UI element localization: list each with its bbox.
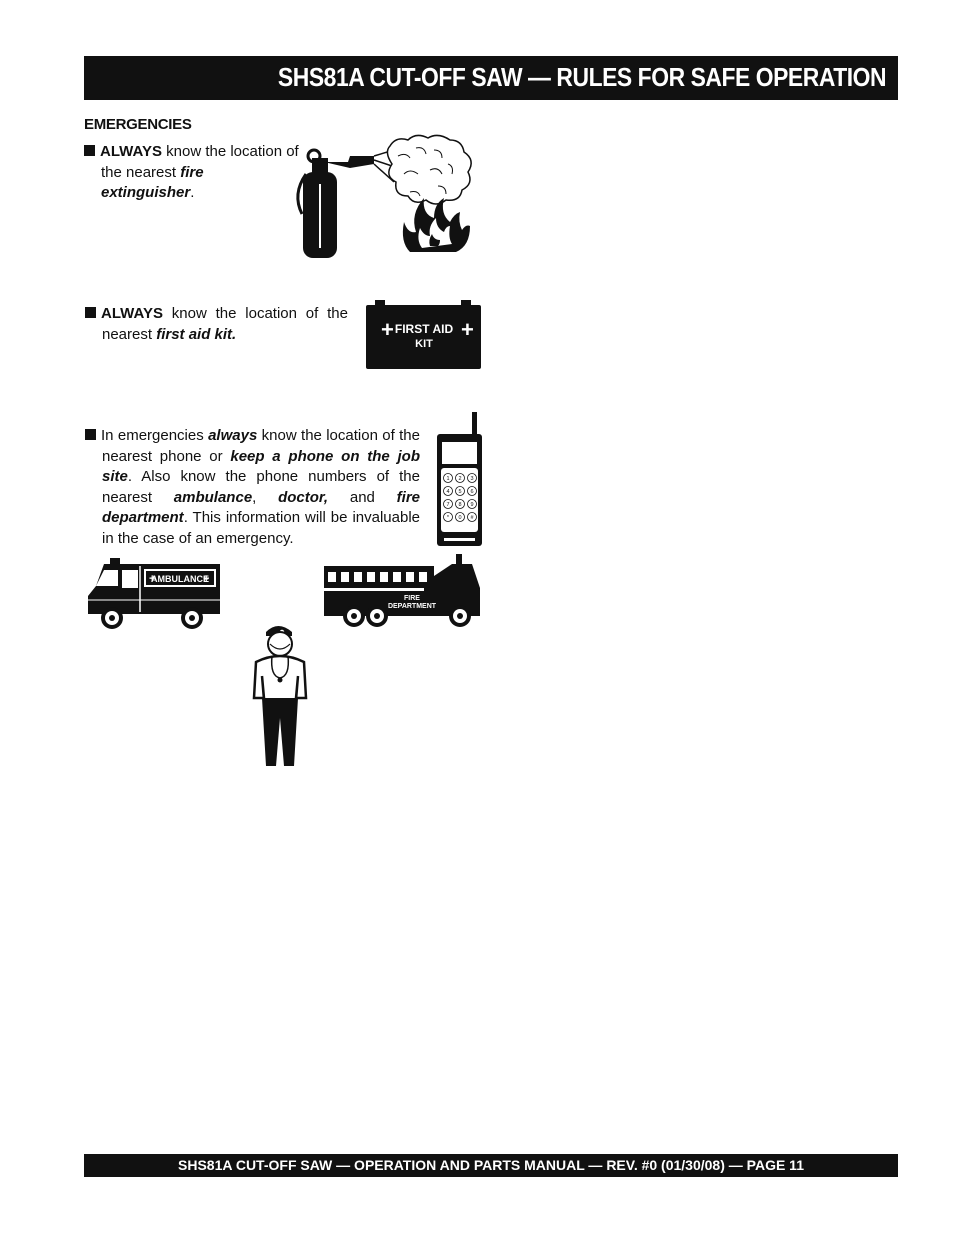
phone-key-label: 0: [458, 515, 461, 521]
instruction-text: ,: [252, 488, 279, 506]
phone-key: [467, 499, 477, 509]
phone-key-label: 8: [458, 502, 461, 508]
footer-text: SHS81A CUT-OFF SAW — OPERATION AND PARTS…: [178, 1157, 804, 1173]
phone-key-label: 6: [470, 489, 473, 495]
emphasis-doctor: doctor,: [278, 488, 329, 506]
phone-key: [467, 512, 477, 522]
instruction-text: know the location of the nearest: [101, 143, 299, 181]
phone-key-label: 9: [470, 502, 473, 508]
plus-icon: +: [149, 573, 155, 585]
section-heading: EMERGENCIES: [84, 116, 192, 133]
fire-truck-icon: FIRE DEPARTMENT: [324, 554, 480, 627]
phone-key-label: 4: [446, 489, 449, 495]
phone-key-label: 3: [470, 476, 473, 482]
emphasis-fire-extinguisher: fire extinguisher: [101, 163, 204, 202]
phone-key-label: *: [447, 515, 450, 521]
mobile-phone-icon: 1 2 3 4 5 6 7 8 9 * 0 #: [437, 412, 482, 546]
phone-key-label: 2: [458, 476, 461, 482]
emphasis-fire-department: fire department: [102, 488, 420, 527]
bullet-square-icon: [85, 429, 96, 440]
plus-icon: +: [461, 317, 474, 342]
phone-key: [455, 499, 465, 509]
department-label: DEPARTMENT: [388, 603, 437, 610]
instruction-text: In emergencies: [101, 427, 209, 444]
phone-key: [443, 499, 453, 509]
phone-key: [443, 473, 453, 483]
phone-key-label: 7: [446, 502, 449, 508]
phone-key-label: #: [470, 515, 474, 521]
emergency-phone-instruction: In emergencies always know the location …: [85, 426, 420, 549]
instruction-text: and: [328, 488, 397, 506]
ambulance-icon: AMBULANCE + +: [88, 558, 220, 629]
phone-key: [443, 512, 453, 522]
instruction-text: . This information will be invaluable in…: [102, 509, 420, 547]
emphasis-always: always: [208, 427, 258, 444]
first-aid-instruction: ALWAYS know the location of the nearest …: [85, 304, 348, 345]
fire-extinguisher-instruction: ALWAYS know the location of the nearest …: [84, 142, 301, 204]
fire-label: FIRE: [404, 595, 420, 602]
instruction-text: know the location of the nearest: [102, 305, 348, 343]
plus-icon: +: [203, 573, 209, 585]
phone-key: [455, 512, 465, 522]
emphasis-always: ALWAYS: [100, 143, 162, 160]
footer-bar: SHS81A CUT-OFF SAW — OPERATION AND PARTS…: [84, 1154, 898, 1177]
phone-key-label: 1: [446, 476, 449, 482]
plus-icon: +: [381, 317, 394, 342]
phone-key: [467, 486, 477, 496]
phone-key: [467, 473, 477, 483]
instruction-text: know the location of the nearest phone o…: [102, 427, 420, 465]
phone-key: [455, 473, 465, 483]
doctor-icon: [252, 626, 308, 766]
phone-key: [443, 486, 453, 496]
bullet-square-icon: [85, 307, 96, 318]
phone-key-label: 5: [458, 489, 461, 495]
bullet-square-icon: [84, 145, 95, 156]
emphasis-keep-phone: keep a phone on the job site: [102, 447, 420, 486]
header-bar: SHS81A CUT-OFF SAW — RULES FOR SAFE OPER…: [84, 56, 898, 100]
phone-key: [455, 486, 465, 496]
emphasis-always: ALWAYS: [101, 305, 163, 322]
instruction-text: .: [190, 184, 195, 201]
instruction-text: . Also know the phone numbers of the nea…: [102, 468, 420, 506]
fire-extinguisher-icon: [296, 134, 472, 258]
emphasis-first-aid-kit: first aid kit.: [156, 325, 237, 343]
ambulance-label: AMBULANCE: [151, 574, 209, 584]
first-aid-kit-icon: + + FIRST AID KIT: [366, 300, 481, 369]
first-aid-label: FIRST AID: [395, 322, 454, 336]
page-title: SHS81A CUT-OFF SAW — RULES FOR SAFE OPER…: [277, 62, 887, 92]
kit-label: KIT: [415, 338, 433, 350]
emphasis-ambulance: ambulance: [173, 488, 253, 506]
